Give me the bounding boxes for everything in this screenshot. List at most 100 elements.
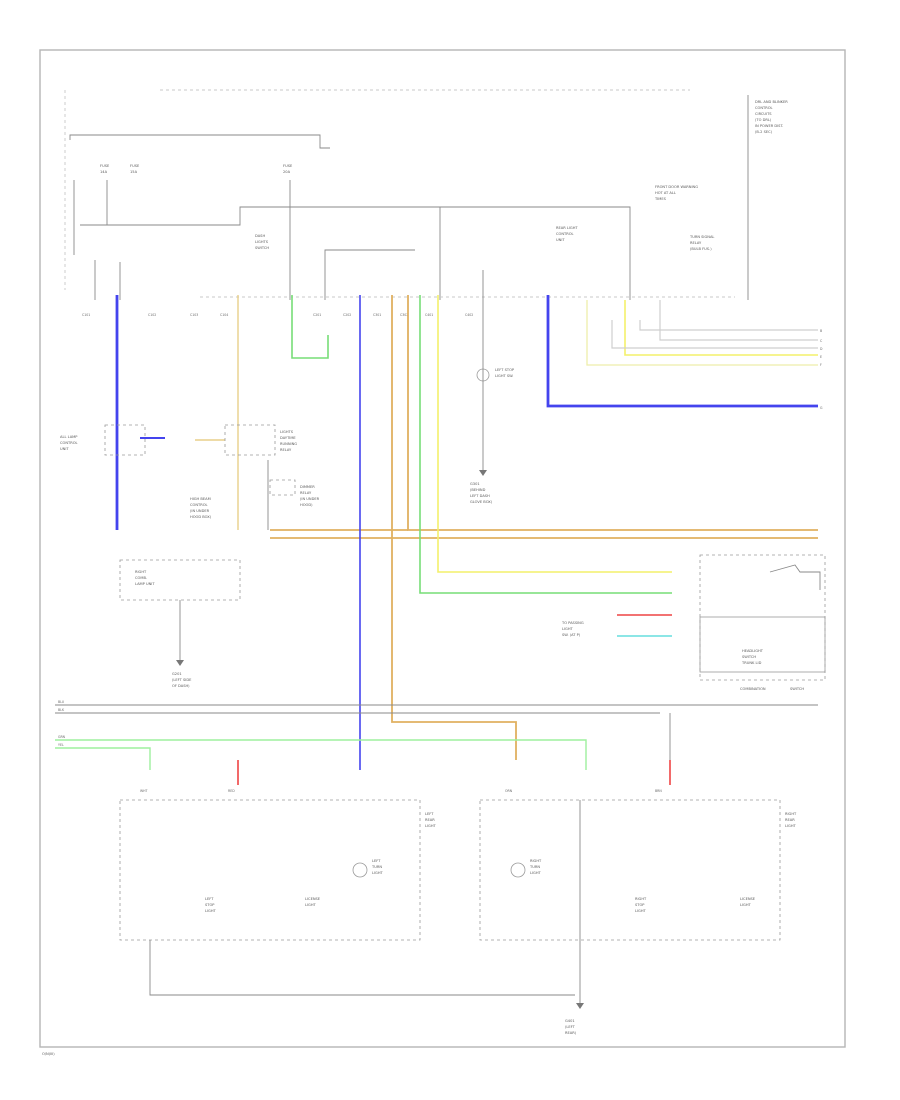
svg-text:LIGHT: LIGHT (425, 824, 437, 828)
svg-text:BRN: BRN (655, 789, 662, 793)
svg-text:TO PASSING: TO PASSING (561, 621, 584, 625)
svg-text:RIGHT: RIGHT (530, 859, 542, 863)
right-rear-light-unit (479, 799, 781, 941)
svg-text:WHT: WHT (140, 789, 148, 793)
svg-text:RIGHT: RIGHT (635, 897, 647, 901)
svg-text:LIGHT: LIGHT (785, 824, 797, 828)
svg-text:LIGHT: LIGHT (562, 627, 574, 631)
svg-text:FRONT DOOR WARNING: FRONT DOOR WARNING (655, 185, 698, 189)
bottom-ground-label: G401 (LEFT REAR) (565, 1019, 577, 1035)
wire-green-lower-2 (55, 747, 151, 770)
svg-text:LIGHT SW.: LIGHT SW. (495, 374, 513, 378)
svg-text:15A: 15A (130, 170, 138, 174)
wire-yellow-long (437, 295, 672, 573)
right-turn-lamp-icon (510, 862, 526, 878)
svg-text:GLOVE BOX): GLOVE BOX) (470, 500, 493, 504)
svg-text:F: F (820, 363, 822, 367)
svg-text:14A: 14A (100, 170, 108, 174)
svg-text:20A: 20A (283, 170, 291, 174)
combination-switch-box (699, 554, 826, 681)
left-mod-label: RIGHT COMB. LAMP UNIT (135, 570, 155, 586)
left-turn-lamp-icon (352, 862, 368, 878)
svg-text:HOOD): HOOD) (300, 503, 313, 507)
dimmer-relay-box (269, 479, 296, 496)
comb-sw-link (769, 564, 821, 590)
svg-text:LICENSE: LICENSE (305, 897, 321, 901)
left-unit-label: LEFT REAR LIGHT (425, 812, 437, 828)
svg-text:LIGHT: LIGHT (530, 871, 542, 875)
svg-text:(LEFT: (LEFT (565, 1025, 576, 1029)
svg-text:RELAY: RELAY (690, 241, 702, 245)
svg-text:TIMES: TIMES (654, 197, 667, 201)
left-license-label: LICENSE LIGHT (305, 897, 321, 907)
right-license-label: LICENSE LIGHT (740, 897, 756, 907)
svg-text:B: B (820, 329, 822, 333)
svg-text:COMBINATION: COMBINATION (740, 687, 766, 691)
left-relay-box (104, 424, 146, 456)
svg-text:LIGHT: LIGHT (305, 903, 317, 907)
svg-text:RUNNING: RUNNING (280, 442, 297, 446)
svg-text:LEFT: LEFT (372, 859, 381, 863)
svg-text:COMB.: COMB. (135, 576, 147, 580)
left-turn-label: LEFT TURN LIGHT (371, 859, 384, 875)
svg-text:C302: C302 (400, 313, 408, 317)
svg-text:SW. (AT P): SW. (AT P) (562, 633, 581, 637)
svg-text:REAR: REAR (425, 818, 435, 822)
svg-text:CIRCUITS: CIRCUITS (755, 112, 772, 116)
svg-text:HIGH BEAM: HIGH BEAM (190, 497, 211, 501)
wire-blue-right (546, 295, 818, 408)
svg-text:HEADLIGHT: HEADLIGHT (742, 649, 764, 653)
svg-text:LIGHT: LIGHT (372, 871, 384, 875)
svg-text:LIGHTS: LIGHTS (255, 240, 269, 244)
combination-switch-label: COMBINATION SWITCH (740, 687, 804, 691)
svg-text:DASH: DASH (255, 234, 265, 238)
svg-text:LIGHT: LIGHT (740, 903, 752, 907)
wire-color-codes: BLU BLK GRN YEL WHT RED ORN BRN (58, 700, 662, 793)
svg-text:(LEFT SIDE: (LEFT SIDE (172, 678, 192, 682)
svg-text:RIGHT: RIGHT (785, 812, 797, 816)
svg-text:YEL: YEL (58, 743, 64, 747)
svg-text:UNIT: UNIT (60, 447, 69, 451)
svg-text:GRN: GRN (58, 735, 66, 739)
svg-text:LIGHT: LIGHT (205, 909, 217, 913)
svg-text:LEFT STOP: LEFT STOP (495, 368, 515, 372)
svg-text:REAR: REAR (785, 818, 795, 822)
svg-text:TURN SIGNAL: TURN SIGNAL (689, 235, 714, 239)
svg-text:SWITCH: SWITCH (255, 246, 269, 250)
svg-text:HOOD BOX): HOOD BOX) (190, 515, 212, 519)
wire-orange-1 (391, 295, 517, 760)
svg-text:REAR LIGHT: REAR LIGHT (556, 226, 578, 230)
right-note: TURN SIGNAL RELAY (BULB FUS.) (689, 235, 714, 251)
right-stop-label-2: RIGHT STOP LIGHT (635, 897, 647, 913)
left-bus (80, 206, 631, 300)
svg-text:FUSE: FUSE (283, 164, 293, 168)
top-right-note: DRL AND BLINKER CONTROL CIRCUITS (TO DRL… (755, 100, 788, 134)
svg-text:C103: C103 (190, 313, 198, 317)
wire-green-lower-1 (55, 739, 587, 770)
svg-text:(B-2 SEC): (B-2 SEC) (755, 130, 773, 134)
svg-text:C101: C101 (82, 313, 90, 317)
bottom-ground-icon (576, 1003, 584, 1009)
svg-text:(IN UNDER: (IN UNDER (190, 509, 210, 513)
svg-text:CONTROL: CONTROL (755, 106, 773, 110)
svg-text:SWITCH: SWITCH (742, 655, 756, 659)
svg-text:CONTROL: CONTROL (190, 503, 208, 507)
fuse-bank-label: FUSE (100, 164, 110, 168)
svg-text:G201: G201 (172, 672, 182, 676)
svg-text:C201: C201 (313, 313, 321, 317)
diagram-frame (39, 49, 846, 1048)
bus-riser (324, 249, 415, 300)
right-connector-labels: B C D E F G (820, 329, 823, 410)
wire-gray-right-3 (611, 320, 818, 349)
dimmer-relay-label: DIMMER RELAY (IN UNDER HOOD) (300, 485, 320, 507)
dimmer-note: DASH LIGHTS SWITCH (255, 234, 269, 250)
svg-text:(BULB FUS.): (BULB FUS.) (690, 247, 712, 251)
lamp-relay-label: LIGHTS DAYTIME RUNNING RELAY (280, 430, 297, 452)
svg-text:RIGHT: RIGHT (135, 570, 147, 574)
page-code: O/N(III) (42, 1052, 55, 1056)
left-switch-module (119, 559, 241, 601)
svg-text:IN POWER DIST.: IN POWER DIST. (755, 124, 783, 128)
right-stop-label: LEFT STOP LIGHT SW. (495, 368, 515, 378)
svg-text:(TO DRL): (TO DRL) (755, 118, 772, 122)
